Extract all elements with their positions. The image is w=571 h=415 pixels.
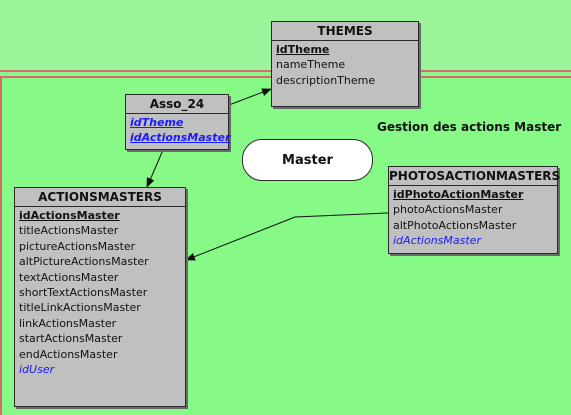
- attribute: idTheme: [130, 116, 184, 129]
- entity-title: Asso_24: [126, 95, 228, 114]
- entity-asso-24[interactable]: Asso_24 idTheme idActionsMaster: [125, 94, 231, 150]
- attribute: idActionsMaster: [19, 209, 120, 222]
- attribute: startActionsMaster: [19, 332, 123, 346]
- attribute: titleActionsMaster: [19, 224, 119, 238]
- entity-attributes: idTheme idActionsMaster: [126, 114, 231, 147]
- entity-attributes: idTheme nameTheme descriptionTheme: [272, 41, 418, 89]
- attribute: endActionsMaster: [19, 347, 118, 361]
- attribute: idPhotoActionMaster: [393, 188, 524, 201]
- entity-photoactionmasters[interactable]: PHOTOSACTIONMASTERS idPhotoActionMaster …: [388, 166, 560, 254]
- attribute: idActionsMaster: [393, 234, 481, 248]
- attribute: textActionsMaster: [19, 270, 119, 284]
- attribute: idUser: [19, 363, 55, 377]
- attribute: altPictureActionsMaster: [19, 255, 149, 269]
- attribute: idActionsMaster: [130, 131, 231, 145]
- region-label-main: Gestion des actions Master: [377, 120, 562, 134]
- attribute: descriptionTheme: [276, 73, 376, 87]
- attribute: idTheme: [276, 43, 330, 56]
- entity-attributes: idActionsMaster titleActionsMaster pictu…: [15, 207, 185, 378]
- entity-actionsmasters[interactable]: ACTIONSMASTERS idActionsMaster titleActi…: [14, 187, 186, 407]
- attribute: linkActionsMaster: [19, 316, 117, 330]
- attribute: photoActionsMaster: [393, 203, 503, 217]
- attribute: titleLinkActionsMaster: [19, 301, 141, 315]
- entity-title: ACTIONSMASTERS: [15, 188, 185, 207]
- attribute: pictureActionsMaster: [19, 239, 136, 253]
- attribute: nameTheme: [276, 58, 346, 72]
- entity-title: PHOTOSACTIONMASTERS: [389, 167, 560, 186]
- entity-themes[interactable]: THEMES idTheme nameTheme descriptionThem…: [271, 21, 419, 107]
- master-pill[interactable]: Master: [242, 139, 373, 181]
- attribute: shortTextActionsMaster: [19, 286, 148, 300]
- entity-title: THEMES: [272, 22, 418, 41]
- entity-attributes: idPhotoActionMaster photoActionsMaster a…: [389, 186, 557, 250]
- attribute: altPhotoActionsMaster: [393, 218, 517, 232]
